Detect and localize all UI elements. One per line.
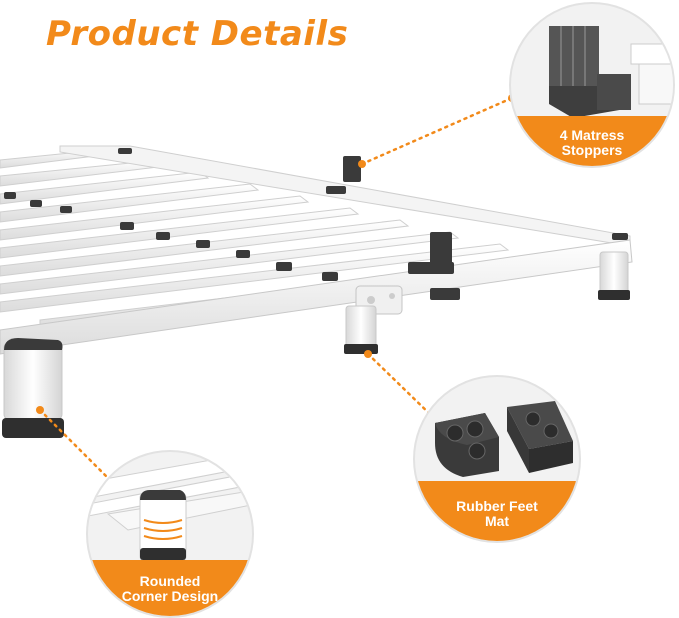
callout-label-banner: Rounded Corner Design [88, 560, 252, 616]
callout-label-line2: Mat [484, 513, 510, 529]
callout-label-line2: Stoppers [561, 142, 623, 158]
callout-label-line1: Rubber Feet [456, 498, 538, 514]
center-leg [344, 305, 378, 354]
callout-label-line1: Rounded [139, 573, 201, 589]
callout-label-line1: 4 Matress [559, 127, 625, 143]
rubber-pad-closeup-icon [435, 401, 573, 477]
callout-label-banner: 4 Matress Stoppers [511, 116, 673, 166]
callout-rubber-feet-mat: Rubber Feet Mat [413, 375, 581, 543]
mattress-stopper [343, 156, 460, 300]
stopper-closeup-icon [549, 26, 673, 118]
callout-rounded-corner-design: Rounded Corner Design [86, 450, 254, 618]
slat-clips [4, 148, 628, 281]
page-title: Product Details [46, 14, 349, 54]
corner-leg-back [598, 251, 630, 300]
callout-label-banner: Rubber Feet Mat [415, 481, 579, 541]
rounded-corner-closeup-icon [88, 452, 252, 563]
callout-label-line2: Corner Design [121, 588, 219, 604]
corner-leg-front [2, 338, 64, 438]
callout-mattress-stoppers: 4 Matress Stoppers [509, 2, 675, 168]
callout-leader-lines [38, 96, 514, 482]
